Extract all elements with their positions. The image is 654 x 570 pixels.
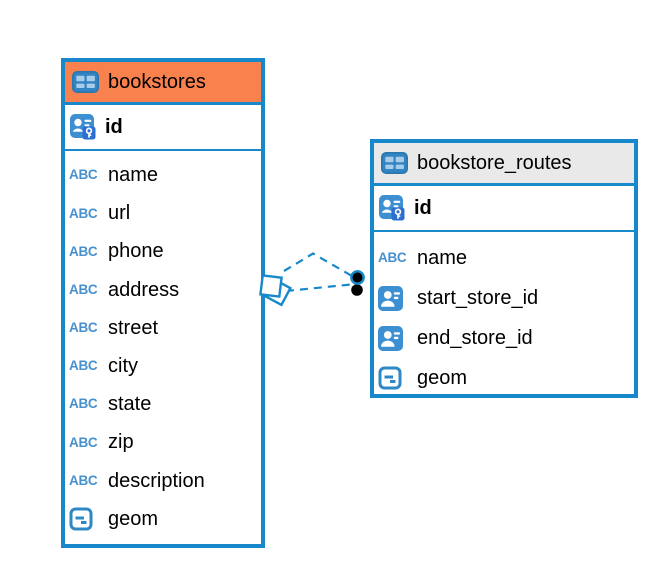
column-label: end_store_id (417, 327, 533, 349)
table-node-bookstore-routes[interactable]: bookstore_routes id ABC name (370, 139, 638, 398)
column-label: geom (108, 507, 159, 530)
column-row[interactable]: ABC name (374, 238, 634, 278)
table-title: bookstore_routes (417, 152, 572, 174)
geometry-icon (69, 507, 100, 531)
column-row[interactable]: ABC phone (65, 232, 261, 270)
column-label: phone (108, 240, 164, 263)
abc-text-icon: ABC (69, 472, 98, 488)
column-label: city (108, 355, 138, 378)
column-label: zip (108, 431, 134, 454)
column-list-bookstores: ABC name ABC url ABC phone ABC address A… (65, 151, 261, 538)
column-row[interactable]: ABC description (65, 462, 261, 500)
person-reference-icon (378, 325, 409, 351)
abc-text-icon: ABC (378, 250, 407, 266)
geometry-icon (378, 366, 409, 390)
column-label: start_store_id (417, 287, 539, 309)
person-key-icon (379, 195, 405, 221)
column-label: street (108, 316, 159, 339)
abc-text-icon: ABC (69, 434, 98, 450)
table-title: bookstores (108, 71, 206, 93)
abc-text-icon: ABC (69, 205, 98, 221)
abc-text-icon: ABC (69, 243, 98, 259)
column-row[interactable]: geom (65, 500, 261, 538)
table-header-bookstores[interactable]: bookstores (65, 62, 261, 105)
abc-text-icon: ABC (69, 396, 98, 412)
pk-row-bookstores-id[interactable]: id (65, 105, 261, 151)
column-label: name (108, 164, 159, 187)
column-label: url (108, 202, 131, 225)
column-label: address (108, 278, 180, 301)
column-list-bookstore-routes: ABC name start_store_id (374, 232, 634, 398)
person-key-icon (70, 114, 96, 140)
column-label: state (108, 393, 152, 416)
relationship-marker-circles[interactable] (350, 270, 365, 296)
table-node-bookstores[interactable]: bookstores id ABC name ABC url (61, 58, 265, 548)
column-row[interactable]: ABC zip (65, 423, 261, 461)
column-row[interactable]: start_store_id (374, 278, 634, 318)
pk-column-label: id (105, 116, 123, 138)
column-row[interactable]: ABC name (65, 156, 261, 194)
column-row[interactable]: ABC city (65, 347, 261, 385)
table-grid-icon (381, 152, 408, 174)
table-grid-icon (72, 71, 99, 93)
abc-text-icon: ABC (69, 167, 98, 183)
column-row[interactable]: ABC url (65, 194, 261, 232)
relationship-line-lower[interactable] (285, 283, 352, 293)
column-row[interactable]: ABC address (65, 271, 261, 309)
abc-text-icon: ABC (69, 320, 98, 336)
abc-text-icon: ABC (69, 358, 98, 374)
pk-row-routes-id[interactable]: id (374, 186, 634, 232)
column-label: name (417, 247, 468, 269)
column-label: description (108, 469, 205, 492)
column-row[interactable]: geom (374, 358, 634, 398)
column-row[interactable]: ABC street (65, 309, 261, 347)
abc-text-icon: ABC (69, 281, 98, 297)
pk-column-label: id (414, 197, 432, 219)
table-header-bookstore-routes[interactable]: bookstore_routes (374, 143, 634, 186)
person-reference-icon (378, 285, 409, 311)
column-label: geom (417, 367, 468, 389)
column-row[interactable]: end_store_id (374, 318, 634, 358)
column-row[interactable]: ABC state (65, 385, 261, 423)
relationship-line-upper[interactable] (283, 252, 353, 277)
